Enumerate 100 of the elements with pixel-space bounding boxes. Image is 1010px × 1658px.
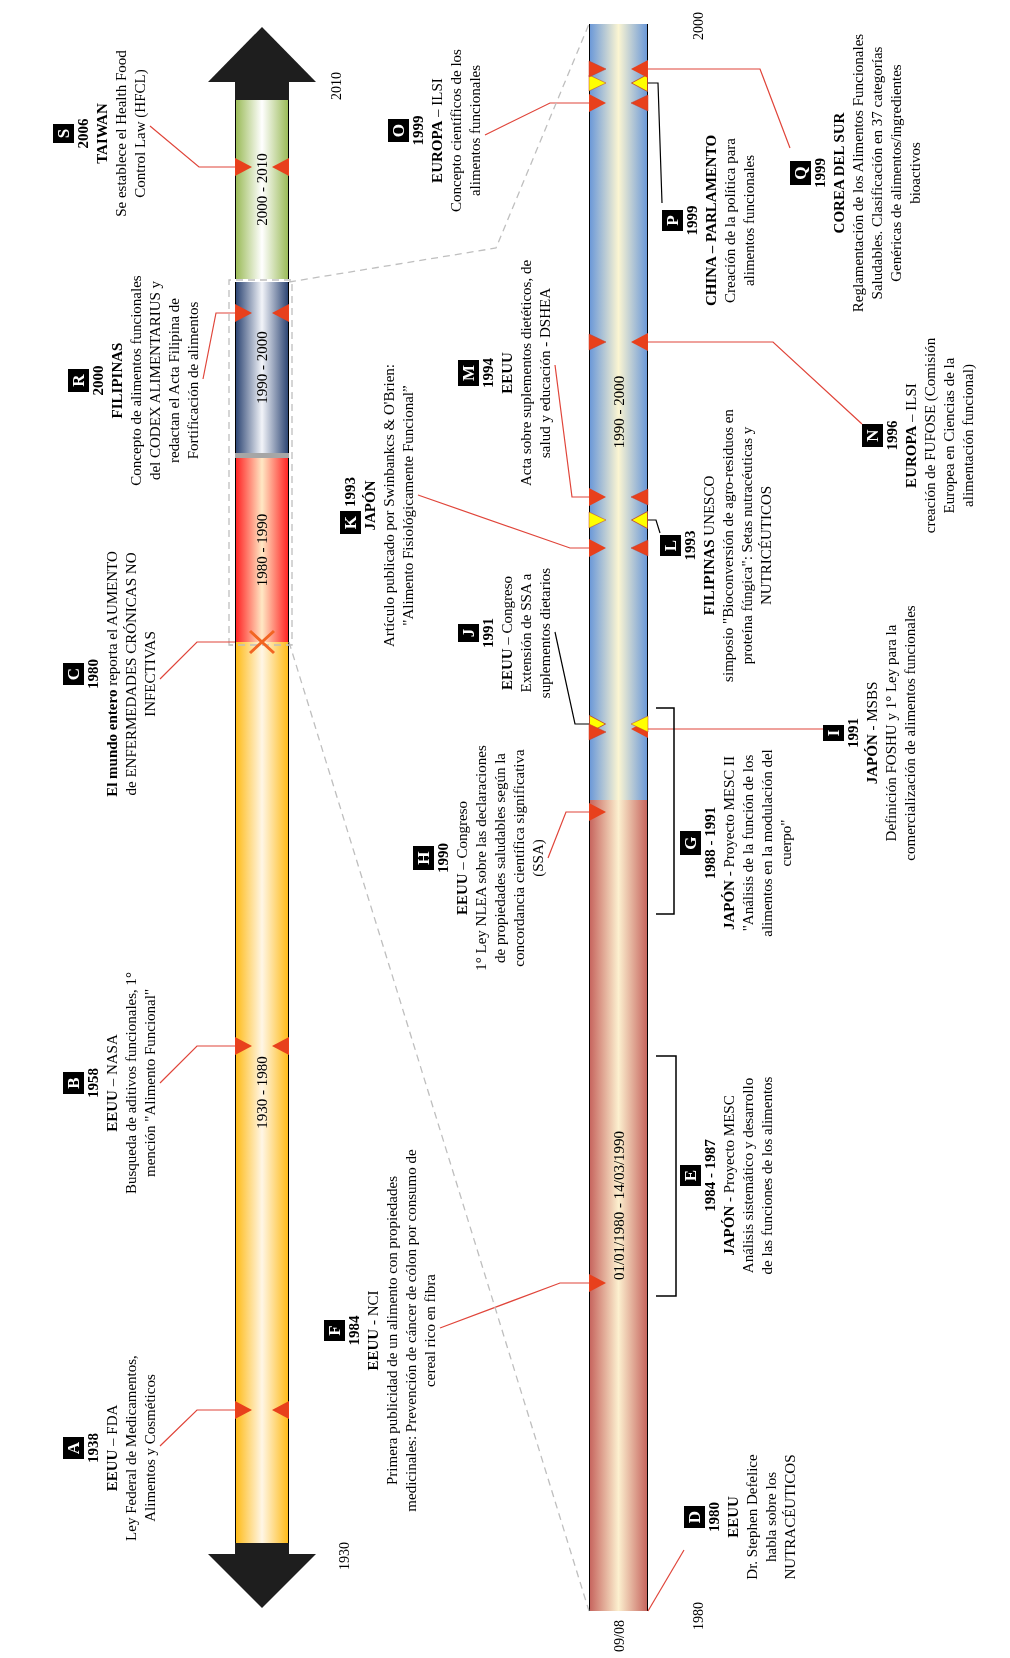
leader-line — [631, 60, 791, 149]
leader-line — [159, 1401, 252, 1447]
event-description: Se establece el Health Food Control Law (HFCL) — [112, 49, 149, 219]
event-description: Primera publicidad de un alimento con propiedades medicinales: Prevención de cáncer de cólon por consumo de cereal rico en fibra — [383, 1148, 439, 1514]
event-year: 1984 — [345, 1315, 363, 1346]
year-label: 1980 — [690, 1602, 707, 1630]
event-letter-badge: L — [660, 534, 681, 557]
date-label: 09/08 — [611, 1620, 628, 1652]
year-label: 1930 — [336, 1542, 353, 1570]
event-year: 1993 — [681, 530, 699, 561]
event-description: 1° Ley NLEA sobre las declaraciones de propiedades saludables según la concordancia científica significativa (SSA) — [472, 744, 547, 973]
event-description: Creación de la política para alimentos funcionales — [721, 137, 758, 305]
leader-line — [159, 641, 236, 680]
event-letter-badge: H — [413, 846, 434, 870]
timeline-segment — [235, 642, 289, 1543]
event-description: Análisis sistemático y desarrollo de las funciones de los alimentos — [739, 1075, 776, 1277]
event-year: 1994 — [479, 358, 497, 388]
event-heading: JAPÓN - Proyecto MESC — [720, 1095, 738, 1256]
event-description: Concepto científicos de los alimentos funcionales — [447, 48, 484, 214]
event-heading: EEUU — [724, 1496, 742, 1538]
event-year: 1984 - 1987 — [701, 1139, 719, 1212]
event-description: "Análisis de la función de los alimentos en la modulación del cuerpo" — [739, 748, 795, 939]
leader-line — [547, 803, 606, 859]
event-description: Ley Federal de Medicamentos, Alimentos y Cosméticos — [122, 1354, 159, 1543]
event-year: 1991 — [844, 718, 862, 748]
event-description: simposio "Bioconversión de agro-residuos en proteína fúngica": Setas nutracéuticas y NUTRICÉUTICOS — [719, 408, 775, 684]
period-label: 1930 - 1980 — [253, 1056, 271, 1129]
period-label: 2000 - 2010 — [253, 153, 271, 226]
leader-line — [417, 494, 606, 557]
leader-line — [554, 364, 606, 506]
event-letter-badge: Q — [790, 161, 811, 185]
event-year: 1938 — [84, 1433, 102, 1463]
event-year: 1988 - 1991 — [701, 806, 719, 880]
event-year: 1999 — [409, 115, 427, 146]
zoom-guide-line — [288, 641, 590, 1612]
leader-line — [647, 1549, 685, 1612]
event-heading: EEUU - NCI — [364, 1290, 382, 1371]
timeline-segment — [589, 24, 648, 800]
leader-line — [439, 1274, 606, 1329]
event-letter-badge: R — [68, 369, 89, 392]
event-letter-badge: M — [458, 360, 479, 387]
event-letter-badge: O — [388, 118, 409, 143]
event-letter-badge: S — [53, 123, 74, 144]
event-description: Reglamentación de los Alimentos Funcionales Saludables. Clasificación en 37 categorías Genéricas de alimentos/ingredientes bioactivos — [849, 33, 924, 313]
event-description: Acta sobre suplementos dietéticos, de salud y educación - DSHEA — [517, 258, 554, 488]
event-year: 1958 — [84, 1068, 102, 1098]
period-label: 1980 - 1990 — [253, 513, 271, 587]
year-label: 2000 — [690, 12, 707, 40]
leader-line — [631, 333, 863, 425]
event-heading: JAPÓN — [361, 480, 379, 531]
period-label: 1990 - 2000 — [609, 375, 628, 449]
event-heading: FILIPINAS — [108, 342, 126, 419]
leader-line — [159, 1037, 252, 1084]
timeline-segment — [235, 282, 289, 453]
event-letter-badge: N — [862, 424, 883, 447]
event-heading: COREA DEL SUR — [830, 112, 848, 234]
event-letter-badge: K — [340, 510, 361, 535]
event-description: creación de FUFOSE (Comisión Europea en Ciencias de la alimentación funcional) — [921, 336, 977, 536]
event-description: Concepto de alimentos funcionales del CODEX ALIMENTARIUS y redactan el Acta Filipina de Fortificación de alimentos — [127, 274, 202, 488]
event-heading: CHINA – PARLAMENTO — [702, 134, 720, 307]
leader-line — [202, 304, 252, 380]
event-letter-badge: B — [63, 1072, 84, 1094]
event-heading: EEUU – NASA — [103, 1034, 121, 1132]
event-year: 1999 — [811, 158, 829, 188]
event-heading: TAIWAN — [93, 103, 111, 164]
event-letter-badge: C — [63, 662, 84, 686]
event-letter-badge: E — [680, 1164, 701, 1187]
event-letter-badge: P — [662, 210, 683, 231]
event-year: 1999 — [683, 205, 701, 236]
period-label: 01/01/1980 - 14/03/1990 — [609, 1130, 628, 1281]
event-heading: EEUU – FDA — [103, 1404, 121, 1492]
event-description: Definición FOSHU y 1° Ley para la comercialización de alimentos funcionales — [882, 604, 919, 863]
event-letter-badge: D — [684, 1505, 705, 1529]
event-description: Busqueda de aditivos funcionales, 1° mención "Alimento Funcional" — [122, 970, 159, 1197]
event-year: 2006 — [74, 118, 92, 149]
event-heading: JAPÓN - Proyecto MESC II — [720, 755, 738, 931]
event-year: 1996 — [883, 420, 901, 451]
leader-line — [484, 94, 606, 136]
leader-line — [631, 74, 663, 204]
event-description: Extensión de SSA a suplementos dietarios — [517, 566, 554, 701]
event-heading: EEUU – Congreso — [498, 575, 516, 691]
event-year: 1991 — [479, 618, 497, 648]
event-year: 1993 — [341, 476, 359, 507]
event-heading: FILIPINAS UNESCO — [700, 475, 718, 616]
timeline-segment — [235, 100, 289, 279]
event-heading: EEUU — [498, 352, 516, 394]
event-heading: EUROPA – ILSI — [428, 78, 446, 183]
event-year: 1990 — [434, 843, 452, 873]
timeline-segment — [235, 458, 289, 642]
event-letter-badge: I — [823, 724, 844, 742]
event-description: Artículo publicado por Swinbankcs & O'Brien: "Alimento Fisiológicamente Funcional” — [380, 362, 417, 650]
event-heading: EUROPA – ILSI — [902, 383, 920, 488]
event-year: 2000 — [89, 365, 107, 396]
leader-line — [631, 511, 661, 534]
event-letter-badge: F — [324, 1320, 345, 1341]
event-letter-badge: A — [63, 1436, 84, 1460]
event-year: 1980 — [84, 659, 102, 689]
event-heading: EEUU – Congreso — [453, 800, 471, 916]
period-label: 1990 - 2000 — [253, 331, 271, 404]
event-letter-badge: G — [680, 831, 701, 855]
